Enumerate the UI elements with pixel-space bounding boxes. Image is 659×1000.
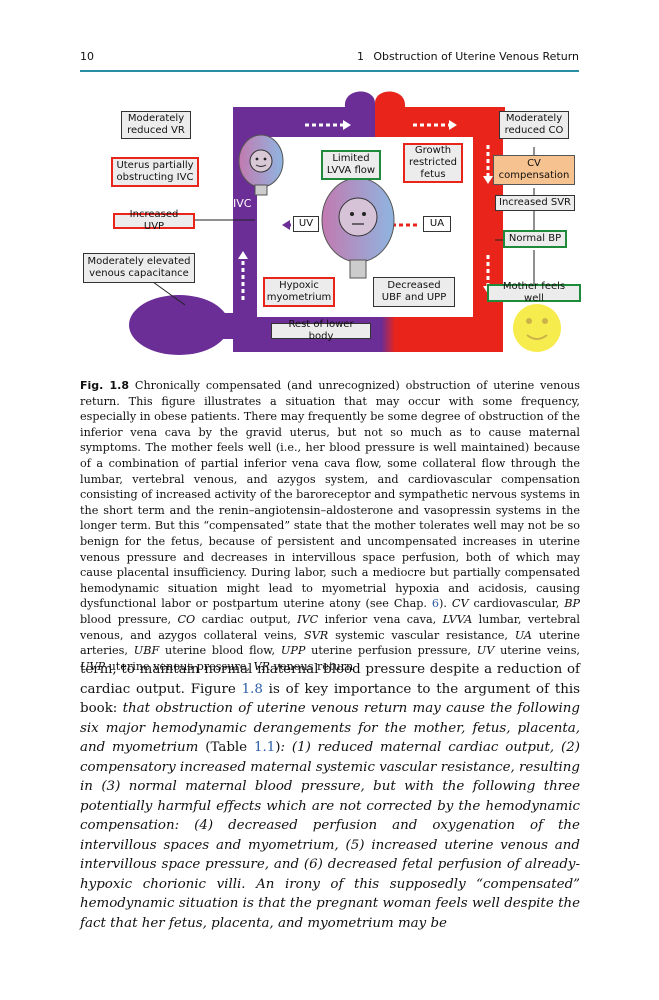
chapter-link[interactable]: 6 [431,597,440,611]
chapter-number: 1 [357,50,364,63]
label-cv-compensation: CV compensation [493,155,575,185]
abbreviation-list: CV cardiovascular, BP blood pressure, CO… [80,597,580,672]
running-header: 10 1 Obstruction of Uterine Venous Retur… [80,50,579,68]
label-limited-lvva-flow: Limited LVVA flow [321,150,381,180]
table-link[interactable]: 1.1 [253,740,276,755]
label-uterus-partially-obstructing-ivc: Uterus partially obstructing IVC [111,157,199,187]
abbr-definition: uterine perfusion pressure, [305,644,477,658]
page-number: 10 [80,50,94,63]
label-increased-svr: Increased SVR [495,195,575,211]
figure-1-8: Moderately reduced VR Uterus partially o… [75,85,585,360]
abbr-key: BP [564,597,581,611]
abbr-key: UPP [280,644,306,658]
abbr-key: UV [476,644,495,658]
figure-caption: Fig. 1.8 Chronically compensated (and un… [80,378,580,674]
label-rest-of-lower-body: Rest of lower body [271,319,371,342]
body-italic-2: : (1) reduced maternal cardiac output, (… [80,740,580,931]
label-moderately-reduced-vr: Moderately reduced VR [121,111,191,139]
label-ua: UA [423,216,451,232]
label-hypoxic-myometrium: Hypoxic myometrium [263,277,335,307]
label-moderately-elevated-venous-capacitance: Moderately elevated venous capacitance [83,253,195,283]
abbr-definition: uterine arteries, [80,628,580,658]
caption-text-2: ). [439,597,452,611]
abbr-key: CO [177,612,196,626]
label-moderately-reduced-co: Moderately reduced CO [499,111,569,139]
running-title: Obstruction of Uterine Venous Return [373,50,579,63]
body-text-1: term, to maintain normal maternal blood … [80,662,580,697]
heart-shape [344,91,406,131]
abbr-definition: uterine veins, [494,644,580,658]
label-increased-uvp: Increased UVP [113,209,195,232]
abbr-key: CV [451,597,469,611]
figure-link[interactable]: 1.8 [241,681,263,697]
body-italic-1: that obstruction of uterine venous retur… [80,701,581,755]
figure-label: Fig. 1.8 [80,379,129,392]
abbr-definition: lumbar, vertebral venous, and azygos col… [80,612,581,642]
abbr-definition: inferior vena cava, [318,612,443,626]
caption-text: Chronically compensated (and unrecognize… [80,379,580,611]
abbr-key: VR [253,659,271,673]
abbr-definition: cardiovascular, [468,597,565,611]
abbr-definition: uterine venous pressure, [105,659,254,673]
arterial-right-pipe [473,107,503,352]
abbr-key: SVR [304,628,329,642]
abbr-key: LVVA [442,612,473,626]
body-text-2: is of key importance to the argument of … [80,681,580,717]
label-uv: UV [293,216,319,232]
abbr-key: UVP [80,659,106,673]
mother-smiley [513,304,561,352]
abbr-definition: cardiac output, [195,612,298,626]
body-text-3: (Table [198,740,254,755]
label-growth-restricted-fetus: Growth restricted fetus [403,143,463,183]
body-paragraph: term, to maintain normal maternal blood … [80,660,580,933]
label-mother-feels-well: Mother feels well [487,281,581,304]
label-decreased-ubf-upp: Decreased UBF and UPP [373,277,455,307]
abbr-key: UBF [133,644,160,658]
abbr-definition: blood pressure, [80,612,178,626]
abbr-definition: uterine blood flow, [159,644,281,658]
abbr-key: IVC [297,612,319,626]
label-ivc: IVC [233,197,252,210]
abbr-key: UA [514,628,532,642]
label-normal-bp: Normal BP [503,230,567,248]
body-text-4: ) [275,740,281,755]
abbr-definition: venous return [270,659,354,673]
abbr-definition: systemic vascular resistance, [328,628,515,642]
header-rule [80,70,579,72]
